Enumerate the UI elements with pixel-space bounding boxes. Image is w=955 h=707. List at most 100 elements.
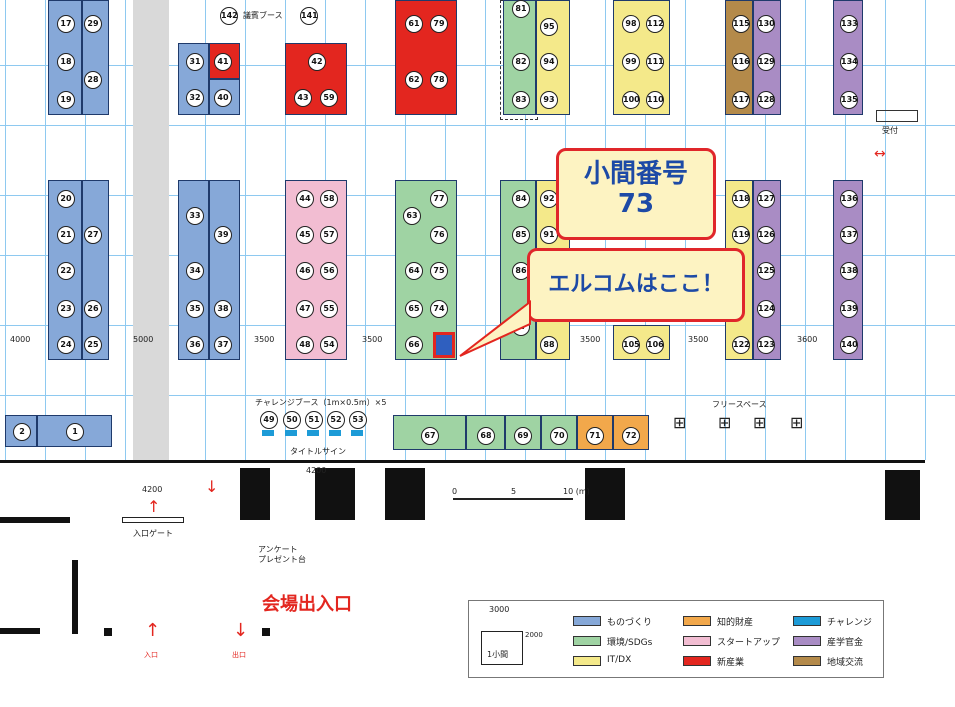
booth-number: 128 bbox=[757, 91, 775, 109]
venue-entrance-label: 会場出入口 bbox=[262, 594, 352, 615]
challenge-booth[interactable] bbox=[307, 430, 319, 436]
booth-block-37-39[interactable] bbox=[209, 180, 240, 360]
wall bbox=[0, 517, 70, 523]
booth-number: 35 bbox=[186, 300, 204, 318]
booth-number: 49 bbox=[260, 411, 278, 429]
booth-number: 68 bbox=[477, 427, 495, 445]
grid-line bbox=[0, 195, 955, 196]
booth-number: 63 bbox=[403, 207, 421, 225]
booth-number: 135 bbox=[840, 91, 858, 109]
booth-number: 48 bbox=[296, 336, 314, 354]
challenge-booth[interactable] bbox=[262, 430, 274, 436]
legend-label: 地域交流 bbox=[827, 658, 864, 668]
booth-number: 37 bbox=[214, 336, 232, 354]
booth-number: 66 bbox=[405, 336, 423, 354]
entrance-gate-label: 入口ゲート bbox=[133, 529, 173, 538]
here-callout: エルコムはここ！ bbox=[527, 248, 745, 322]
booth-number: 69 bbox=[514, 427, 532, 445]
booth-number: 34 bbox=[186, 262, 204, 280]
booth-number: 78 bbox=[430, 71, 448, 89]
booth-number: 19 bbox=[57, 91, 75, 109]
grid-line bbox=[5, 0, 6, 460]
grid-line bbox=[0, 125, 955, 126]
legend-swatch bbox=[683, 636, 711, 646]
booth-number: 116 bbox=[732, 53, 750, 71]
dimension-label: 3500 bbox=[254, 335, 275, 344]
booth-block-61-79[interactable] bbox=[395, 0, 457, 115]
table-icon: ⊞ bbox=[790, 413, 804, 432]
booth-number: 127 bbox=[757, 190, 775, 208]
booth-number: 26 bbox=[84, 300, 102, 318]
booth-number: 40 bbox=[214, 89, 232, 107]
grid-line bbox=[0, 65, 955, 66]
legend-label: 環境/SDGs bbox=[607, 638, 653, 648]
booth-number: 76 bbox=[430, 226, 448, 244]
booth-number: 140 bbox=[840, 336, 858, 354]
legend-label: チャレンジ bbox=[827, 618, 872, 628]
booth-number: 141 bbox=[300, 7, 318, 25]
booth-number: 53 bbox=[349, 411, 367, 429]
booth-number: 84 bbox=[512, 190, 530, 208]
legend-swatch bbox=[573, 616, 601, 626]
booth-number: 92 bbox=[540, 190, 558, 208]
booth-number: 64 bbox=[405, 262, 423, 280]
table-icon: ⊞ bbox=[673, 413, 687, 432]
booth-number: 118 bbox=[732, 190, 750, 208]
dimension-label: 3600 bbox=[797, 335, 818, 344]
challenge-booth[interactable] bbox=[329, 430, 341, 436]
entrance-gate[interactable] bbox=[122, 517, 184, 523]
booth-number: 2 bbox=[13, 423, 31, 441]
grid-line bbox=[125, 0, 126, 460]
legend-swatch bbox=[573, 656, 601, 666]
scale-label: 10 (m) bbox=[563, 487, 590, 496]
grid-line bbox=[925, 0, 926, 460]
entry-label: 入口 bbox=[144, 651, 158, 659]
wall bbox=[315, 468, 355, 520]
booth-73-highlight[interactable] bbox=[433, 332, 455, 358]
dimension-label: 3500 bbox=[688, 335, 709, 344]
challenge-booth[interactable] bbox=[351, 430, 363, 436]
booth-number: 83 bbox=[512, 91, 530, 109]
booth-number: 74 bbox=[430, 300, 448, 318]
booth-number: 75 bbox=[430, 262, 448, 280]
booth-number: 1 bbox=[66, 423, 84, 441]
grid-line bbox=[0, 395, 955, 396]
booth-number: 50 bbox=[283, 411, 301, 429]
booth-number: 124 bbox=[757, 300, 775, 318]
arrow-down-icon: ↓ bbox=[205, 477, 219, 496]
legend-label: ものづくり bbox=[607, 618, 653, 628]
booth-number: 23 bbox=[57, 300, 75, 318]
booth-number: 59 bbox=[320, 89, 338, 107]
booth-number: 52 bbox=[327, 411, 345, 429]
booth-number: 65 bbox=[405, 300, 423, 318]
guest-booth-label: 議賓ブース bbox=[243, 11, 283, 20]
scale-bar bbox=[453, 498, 573, 500]
booth-number: 51 bbox=[305, 411, 323, 429]
legend-label: スタートアップ bbox=[717, 638, 781, 648]
booth-number: 88 bbox=[540, 336, 558, 354]
booth-number: 56 bbox=[320, 262, 338, 280]
booth-number: 130 bbox=[757, 15, 775, 33]
challenge-booth[interactable] bbox=[285, 430, 297, 436]
booth-number: 137 bbox=[840, 226, 858, 244]
free-space-label: フリースペース bbox=[712, 400, 767, 409]
booth-number: 42 bbox=[308, 53, 326, 71]
booth-number: 125 bbox=[757, 262, 775, 280]
booth-number: 112 bbox=[646, 15, 664, 33]
arrow-icon: ↔ bbox=[874, 146, 886, 162]
wall bbox=[885, 470, 920, 520]
booth-number: 67 bbox=[421, 427, 439, 445]
legend-swatch bbox=[793, 636, 821, 646]
booth-2[interactable] bbox=[5, 415, 37, 447]
booth-number: 39 bbox=[214, 226, 232, 244]
grid-line bbox=[805, 0, 806, 460]
booth-block-25-27[interactable] bbox=[82, 180, 109, 360]
booth-number: 44 bbox=[296, 190, 314, 208]
booth-number-callout: 小間番号 73 bbox=[556, 148, 716, 240]
booth-number: 29 bbox=[84, 15, 102, 33]
legend-scale-width: 3000 bbox=[489, 605, 510, 614]
booth-number: 71 bbox=[586, 427, 604, 445]
booth-number: 106 bbox=[646, 336, 664, 354]
exit-label: 出口 bbox=[232, 651, 246, 659]
